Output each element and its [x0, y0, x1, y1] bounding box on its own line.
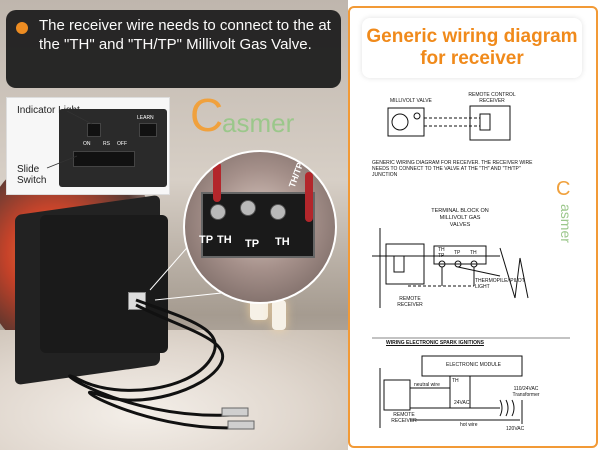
terminal-tp: TP	[438, 253, 445, 259]
slide-switch-label: Slide Switch	[17, 164, 47, 186]
remote-receiver-label-2: REMOTE RECEIVER	[391, 412, 417, 424]
switch-pos-rs: RS	[103, 141, 110, 147]
diagram-title-box: Generic wiring diagram for receiver	[362, 18, 582, 78]
switch-inset: Indicator Light Slide Switch LEARN ON RS…	[6, 97, 170, 195]
millivolt-valve-diagram	[372, 105, 570, 428]
indicator-light	[87, 123, 101, 137]
inset-pointer-lines	[46, 110, 93, 169]
switch-pos-off: OFF	[117, 141, 127, 147]
learn-label: LEARN	[137, 115, 154, 121]
terminal-block-label: TERMINAL BLOCK ON MILLIVOLT GAS VALVES	[431, 208, 489, 228]
terminal-th2: TH	[470, 250, 477, 256]
remote-receiver-unit	[40, 215, 168, 353]
terminal-label: TH	[275, 236, 290, 248]
electronic-module-label: ELECTRONIC MODULE	[446, 362, 502, 368]
spark-ignition-title: WIRING ELECTRONIC SPARK IGNITIONS	[386, 340, 484, 346]
120vac-label: 120VAC	[506, 426, 525, 432]
millivolt-valve-label: MILLIVOLT VALVE	[390, 98, 432, 104]
hot-wire-label: hot wire	[460, 422, 478, 428]
transformer-label: 110/24VAC Transformer	[512, 386, 540, 398]
learn-button[interactable]	[139, 123, 157, 137]
info-banner: The receiver wire needs to connect to th…	[6, 10, 341, 88]
terminal-label: TP	[245, 238, 260, 250]
candle	[272, 300, 286, 330]
remote-control-receiver-label: REMOTE CONTROL RECEIVER	[468, 92, 516, 104]
red-wire	[213, 162, 221, 202]
bullet-icon	[16, 22, 28, 34]
brand-logo-initial: C	[190, 89, 224, 141]
brand-logo-vertical: C	[556, 178, 571, 200]
indicator-light-label: Indicator Light	[17, 105, 80, 116]
terminal-block	[201, 192, 315, 258]
red-wire	[305, 172, 313, 222]
terminal-screw	[210, 204, 226, 220]
receiver-face: LEARN ON RS OFF	[59, 109, 167, 187]
terminal-label: TP	[199, 234, 214, 246]
diagram-note: GENERIC WIRING DIAGRAM FOR RECEIVER. THE…	[372, 160, 533, 178]
wiring-diagram-panel: Generic wiring diagram for receiver	[348, 6, 598, 448]
terminal-screw	[240, 200, 256, 216]
neutral-wire-label: neutral wire	[414, 382, 440, 388]
terminal-th: TH	[438, 247, 445, 253]
banner-text: The receiver wire needs to connect to th…	[39, 17, 331, 53]
remote-receiver-label: REMOTE RECEIVER	[397, 296, 423, 308]
brand-logo-text: asmer	[222, 108, 295, 138]
thermopile-label: THERMOPILE/ PILOT LIGHT	[475, 278, 525, 290]
terminal-screw	[270, 204, 286, 220]
product-photo: TP TH TP TH TH/TP Indicator Light Slide …	[0, 0, 348, 450]
terminal-zoom-circle: TP TH TP TH TH/TP	[183, 150, 337, 304]
th-label: TH	[452, 378, 459, 384]
diagram-title: Generic wiring diagram for receiver	[366, 26, 578, 69]
terminal-tp2: TP	[454, 250, 461, 256]
brand-logo-vertical-text: asmer	[558, 204, 574, 243]
terminal-side-label: TH/TP	[286, 161, 306, 189]
24vac-label: 24VAC	[454, 400, 470, 406]
slide-switch[interactable]	[73, 151, 135, 167]
switch-pos-on: ON	[83, 141, 91, 147]
terminal-label: TH	[217, 234, 232, 246]
